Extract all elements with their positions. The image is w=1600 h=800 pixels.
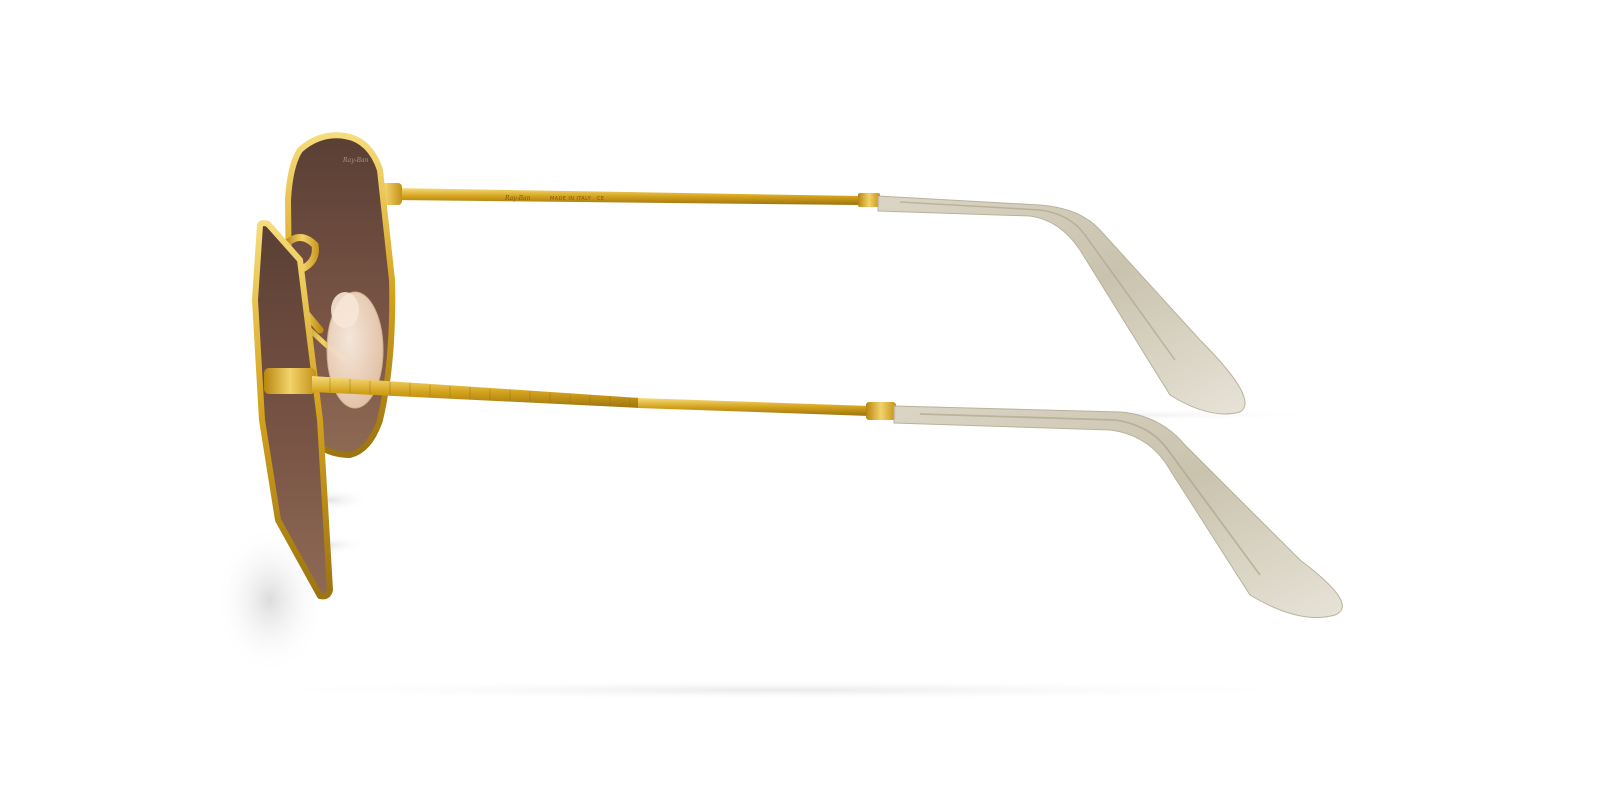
- back-temple: Ray-Ban MADE IN ITALY CE: [368, 183, 1246, 415]
- front-lens: [252, 220, 333, 600]
- temple-ce-mark: CE: [597, 196, 604, 202]
- front-temple: [264, 368, 1343, 618]
- temple-origin: MADE IN ITALY: [550, 196, 592, 202]
- temple-logo: Ray-Ban: [504, 195, 531, 202]
- lens-logo: Ray-Ban: [342, 157, 369, 164]
